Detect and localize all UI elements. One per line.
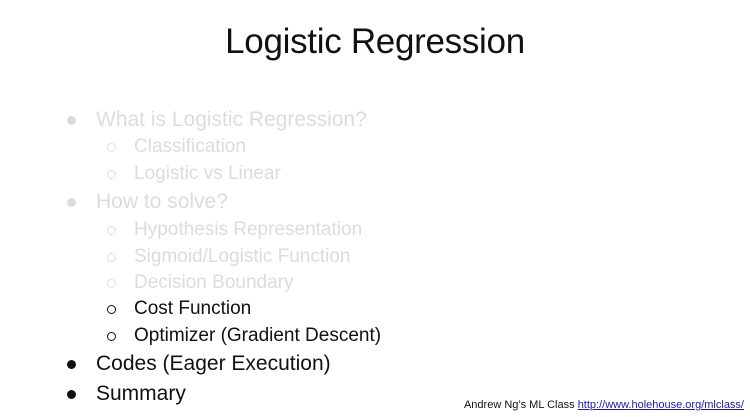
bullet-hollow-icon (107, 169, 116, 179)
outline-item-sigmoid-logistic-function: Sigmoid/Logistic Function (107, 245, 351, 269)
outline-item-label: Classification (134, 136, 246, 157)
outline-item-label: Decision Boundary (134, 272, 294, 293)
outline-item-label: Cost Function (134, 298, 252, 319)
bullet-filled-icon (67, 197, 76, 207)
outline-item-label: Logistic vs Linear (134, 163, 281, 184)
bullet-hollow-icon (107, 252, 116, 262)
source-credit: Andrew Ng’s ML Class http://www.holehous… (464, 398, 744, 412)
outline-item-decision-boundary: Decision Boundary (107, 271, 293, 295)
bullet-hollow-icon (107, 304, 116, 314)
bullet-hollow-icon (107, 278, 116, 288)
outline-item-label: Sigmoid/Logistic Function (134, 246, 351, 267)
outline-item-what-is-logistic-regression: What is Logistic Regression? (67, 107, 367, 133)
bullet-filled-icon (67, 115, 76, 125)
outline-item-hypothesis-representation: Hypothesis Representation (107, 218, 362, 242)
outline-item-label: Codes (Eager Execution) (96, 352, 331, 375)
outline-item-label: Hypothesis Representation (134, 219, 363, 240)
slide-title: Logistic Regression (225, 22, 525, 61)
outline-item-summary: Summary (67, 381, 186, 407)
outline-item-classification: Classification (107, 135, 246, 159)
outline-item-cost-function: Cost Function (107, 297, 251, 321)
bullet-hollow-icon (107, 331, 116, 341)
bullet-hollow-icon (107, 142, 116, 152)
bullet-filled-icon (67, 359, 76, 369)
outline-item-label: Summary (96, 382, 186, 405)
bullet-filled-icon (67, 389, 76, 399)
outline-item-label: Optimizer (Gradient Descent) (134, 325, 382, 346)
credit-link[interactable]: http://www.holehouse.org/mlclass/ (577, 399, 744, 411)
outline-item-optimizer: Optimizer (Gradient Descent) (107, 324, 381, 348)
credit-text: Andrew Ng’s ML Class (463, 399, 575, 411)
outline-item-how-to-solve: How to solve? (67, 189, 228, 215)
outline-item-logistic-vs-linear: Logistic vs Linear (107, 162, 281, 186)
outline-item-codes: Codes (Eager Execution) (67, 351, 331, 377)
bullet-hollow-icon (107, 225, 116, 235)
outline-item-label: How to solve? (96, 190, 228, 213)
outline-item-label: What is Logistic Regression? (96, 108, 367, 131)
